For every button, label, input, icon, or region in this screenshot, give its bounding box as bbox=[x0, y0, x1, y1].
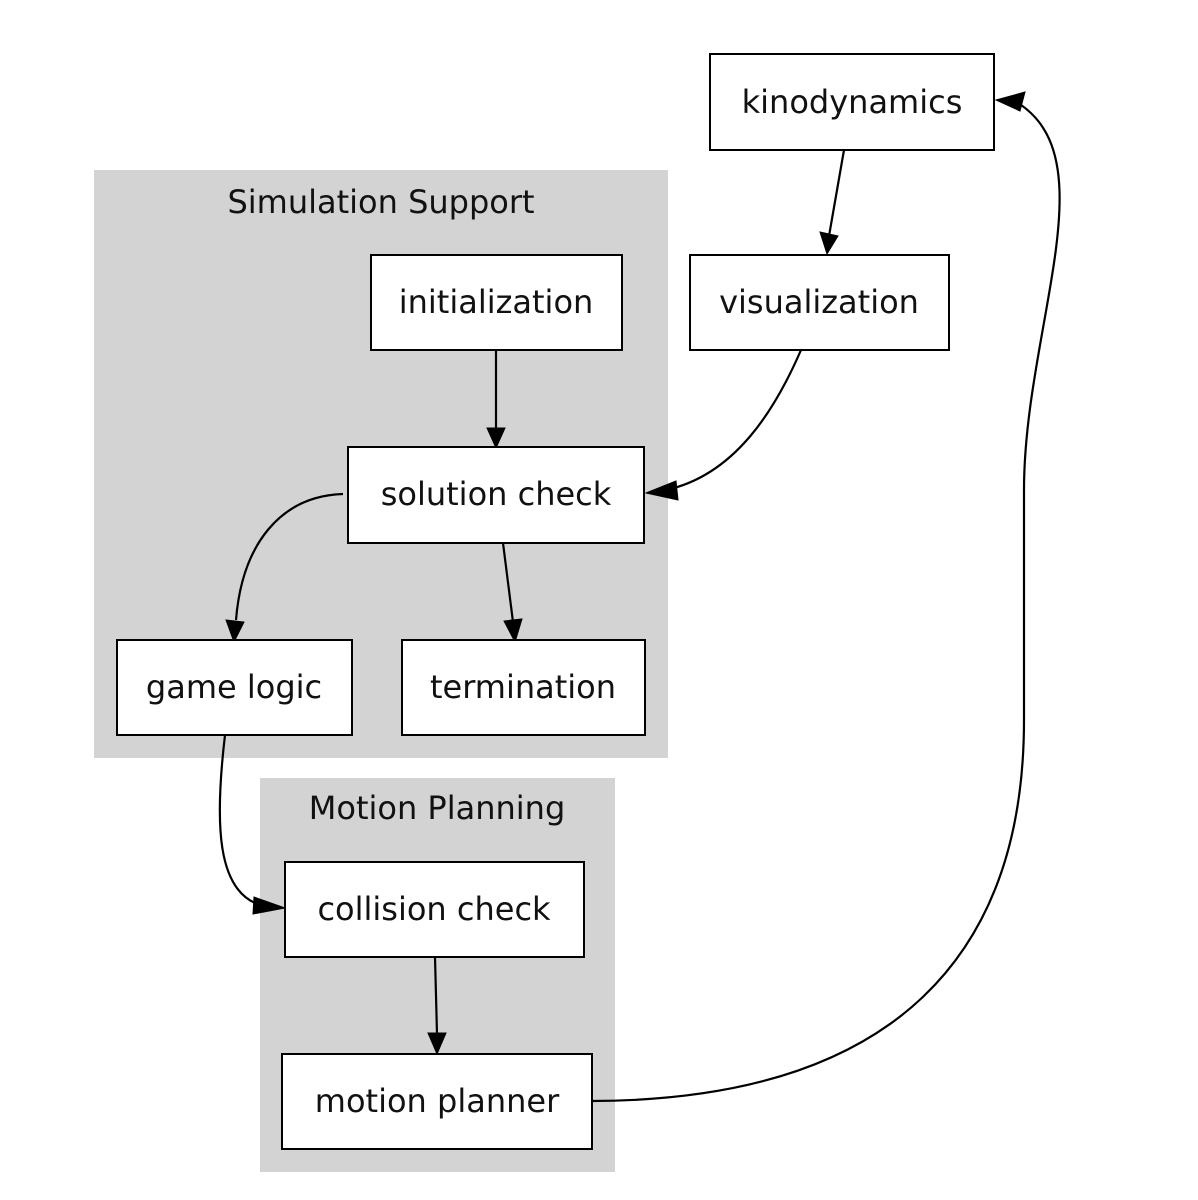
edge-kinodynamics-visualization bbox=[827, 149, 846, 237]
arrowhead bbox=[252, 896, 287, 915]
node-solution-check-label: solution check bbox=[381, 475, 612, 513]
node-game-logic-label: game logic bbox=[146, 668, 322, 706]
edge-game-logic-collision-check bbox=[218, 734, 265, 908]
node-kinodynamics[interactable]: kinodynamics bbox=[709, 53, 995, 151]
node-solution-check[interactable]: solution check bbox=[347, 446, 645, 544]
node-motion-planner-label: motion planner bbox=[315, 1082, 560, 1120]
cluster-simulation-support-label: Simulation Support bbox=[227, 183, 534, 221]
arrowhead bbox=[644, 480, 679, 501]
node-visualization[interactable]: visualization bbox=[689, 254, 950, 351]
arrowhead bbox=[503, 618, 523, 644]
arrowhead bbox=[225, 619, 245, 644]
edge-solution-check-termination bbox=[501, 542, 515, 623]
node-collision-check[interactable]: collision check bbox=[284, 861, 585, 958]
edge-collision-check-motion-planner bbox=[433, 956, 439, 1035]
node-initialization[interactable]: initialization bbox=[370, 254, 623, 351]
cluster-motion-planning-label: Motion Planning bbox=[309, 789, 566, 827]
node-initialization-label: initialization bbox=[399, 283, 594, 321]
node-visualization-label: visualization bbox=[719, 283, 919, 321]
arrowhead bbox=[819, 231, 839, 256]
arrowhead bbox=[994, 91, 1026, 112]
arrowhead bbox=[486, 427, 506, 450]
node-collision-check-label: collision check bbox=[317, 890, 551, 928]
edge-visualization-solution-check bbox=[665, 349, 803, 492]
arrowhead bbox=[427, 1032, 447, 1056]
node-termination-label: termination bbox=[430, 668, 616, 706]
edge-solution-check-game-logic bbox=[234, 492, 344, 621]
node-game-logic[interactable]: game logic bbox=[116, 639, 353, 736]
edge-motion-planner-kinodynamics bbox=[591, 102, 1061, 1103]
edges bbox=[218, 91, 1061, 1103]
node-motion-planner[interactable]: motion planner bbox=[281, 1053, 593, 1150]
node-kinodynamics-label: kinodynamics bbox=[742, 83, 963, 121]
node-termination[interactable]: termination bbox=[401, 639, 646, 736]
